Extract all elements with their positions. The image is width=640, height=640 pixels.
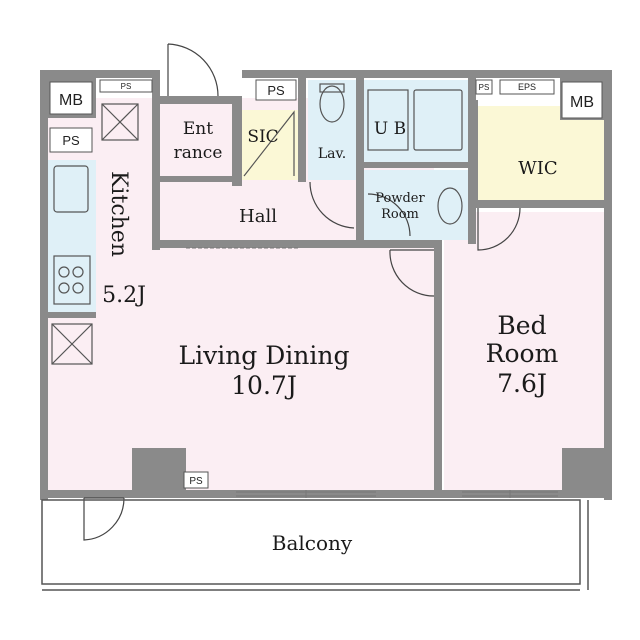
- unit-bath-area: [364, 80, 468, 162]
- bedroom-area: [444, 212, 604, 490]
- kitchen-stove: [53, 255, 91, 305]
- balcony-label: Balcony: [272, 531, 353, 555]
- ps-top-left-box: [99, 79, 153, 93]
- bathtub-icon: [413, 89, 463, 151]
- ps-small-box: [475, 79, 493, 95]
- ps-living-label: PS: [189, 476, 203, 487]
- powder-room-area: [364, 170, 468, 240]
- living-size: 10.7J: [231, 371, 297, 400]
- wic-area: [478, 106, 604, 200]
- ps-left-label: PS: [62, 133, 80, 148]
- sic-label: SIC: [247, 127, 278, 147]
- ps-top-mid-label: PS: [267, 83, 285, 98]
- mb-left-label: MB: [59, 92, 83, 109]
- powder-label-line1: Powder: [375, 191, 425, 206]
- kitchen-name: Kitchen: [106, 171, 131, 257]
- lav-door-swing: [309, 181, 355, 229]
- storage-x-bottom: [51, 323, 93, 365]
- toilet-icon: [319, 85, 345, 123]
- lav-area: [308, 80, 356, 180]
- entrance-door-swing: [167, 43, 219, 97]
- wic-label: WIC: [518, 158, 557, 179]
- bedroom-door-swing: [389, 249, 435, 297]
- lav-label: Lav.: [318, 146, 346, 162]
- bed-size: 7.6J: [497, 369, 547, 398]
- bed-name-line1: Bed: [497, 311, 546, 340]
- kitchen-counter: [48, 160, 96, 312]
- powder-label-line2: Room: [381, 207, 419, 222]
- ps-left-box: [49, 127, 93, 153]
- storage-x-top: [101, 103, 139, 141]
- eps-box: [499, 79, 555, 95]
- mb-right-label: MB: [570, 94, 594, 111]
- ps-living-box: [183, 471, 209, 489]
- entrance-label-line2: rance: [174, 143, 223, 163]
- balcony-door-swing: [83, 497, 125, 541]
- powder-door-swing: [367, 193, 411, 237]
- sic-shelf-lines: [243, 110, 295, 177]
- mb-left-box: [49, 81, 93, 115]
- balcony-area: [41, 499, 581, 585]
- kitchen-size: 5.2J: [102, 283, 146, 308]
- ps-top-left-label: PS: [121, 82, 132, 91]
- bed-name-line2: Room: [486, 339, 559, 368]
- washbasin-icon: [437, 187, 463, 225]
- ub-label: U B: [374, 119, 406, 139]
- eps-label: EPS: [518, 82, 536, 92]
- entrance-label-line1: Ent: [183, 119, 213, 139]
- hall-label: Hall: [239, 206, 277, 227]
- ps-small-label: PS: [479, 83, 490, 92]
- mb-right-box: [561, 81, 603, 119]
- wic-door-swing: [477, 207, 521, 251]
- ps-top-mid-box: [255, 79, 297, 101]
- living-name: Living Dining: [178, 341, 349, 370]
- kitchen-sink: [53, 165, 89, 213]
